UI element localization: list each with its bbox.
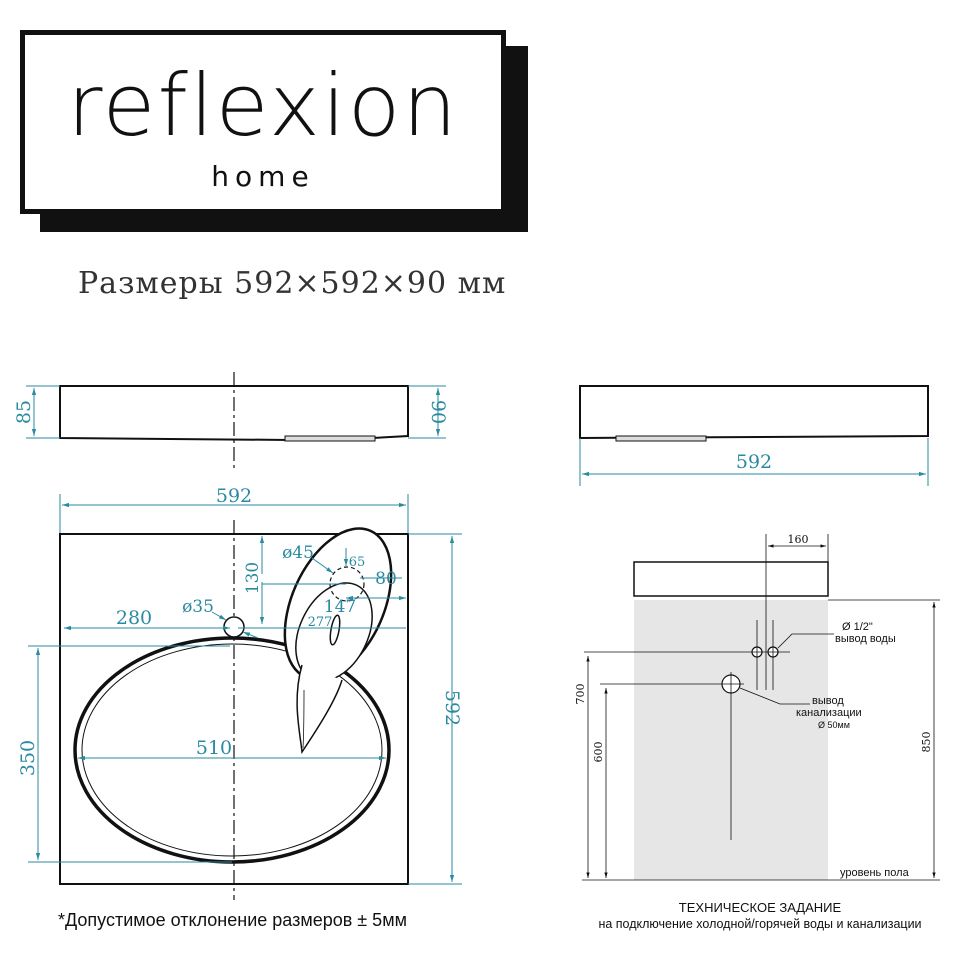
dimensions-title: Размеры 592×592×90 мм — [78, 266, 507, 301]
dim-85: 85 — [13, 400, 35, 424]
dim-850: 850 — [920, 732, 933, 753]
top-view — [28, 494, 462, 900]
floor-label: уровень пола — [840, 867, 910, 879]
dim-592-top: 592 — [216, 485, 252, 507]
dim-350: 350 — [17, 740, 39, 776]
brand-logo: reflexion home — [20, 30, 506, 214]
dim-510: 510 — [196, 737, 232, 759]
dim-600: 600 — [592, 742, 605, 763]
dim-147: 147 — [324, 597, 356, 617]
installation-diagram — [582, 534, 940, 881]
drain-label-2: канализации — [796, 707, 862, 719]
dim-d45: ø45 — [282, 543, 314, 563]
water-outlet-label: вывод воды — [835, 633, 896, 645]
dim-d35: ø35 — [182, 597, 214, 617]
dim-130: 130 — [243, 562, 263, 594]
tolerance-note: *Допустимое отклонение размеров ± 5мм — [58, 910, 407, 930]
side-view-left — [26, 372, 446, 472]
logo-wordmark: reflexion — [67, 56, 459, 156]
tech-spec-subtitle: на подключение холодной/горячей воды и к… — [598, 917, 922, 931]
dim-700: 700 — [574, 684, 587, 705]
side-view-right — [579, 385, 929, 486]
dim-65: 65 — [349, 555, 366, 570]
drain-label-3: Ø 50мм — [818, 720, 850, 730]
dim-160: 160 — [788, 533, 809, 546]
dim-592-side: 592 — [736, 451, 772, 473]
dim-280: 280 — [116, 607, 152, 629]
water-size-label: Ø 1/2" — [842, 621, 873, 633]
drain-label-1: вывод — [812, 695, 844, 707]
dim-592-right: 592 — [441, 690, 463, 726]
tech-spec-title: ТЕХНИЧЕСКОЕ ЗАДАНИЕ — [678, 900, 842, 915]
logo-subtitle: home — [211, 160, 315, 193]
dim-80: 80 — [375, 569, 397, 589]
dim-90: 90 — [427, 400, 449, 424]
dim-277: 277 — [308, 615, 333, 630]
